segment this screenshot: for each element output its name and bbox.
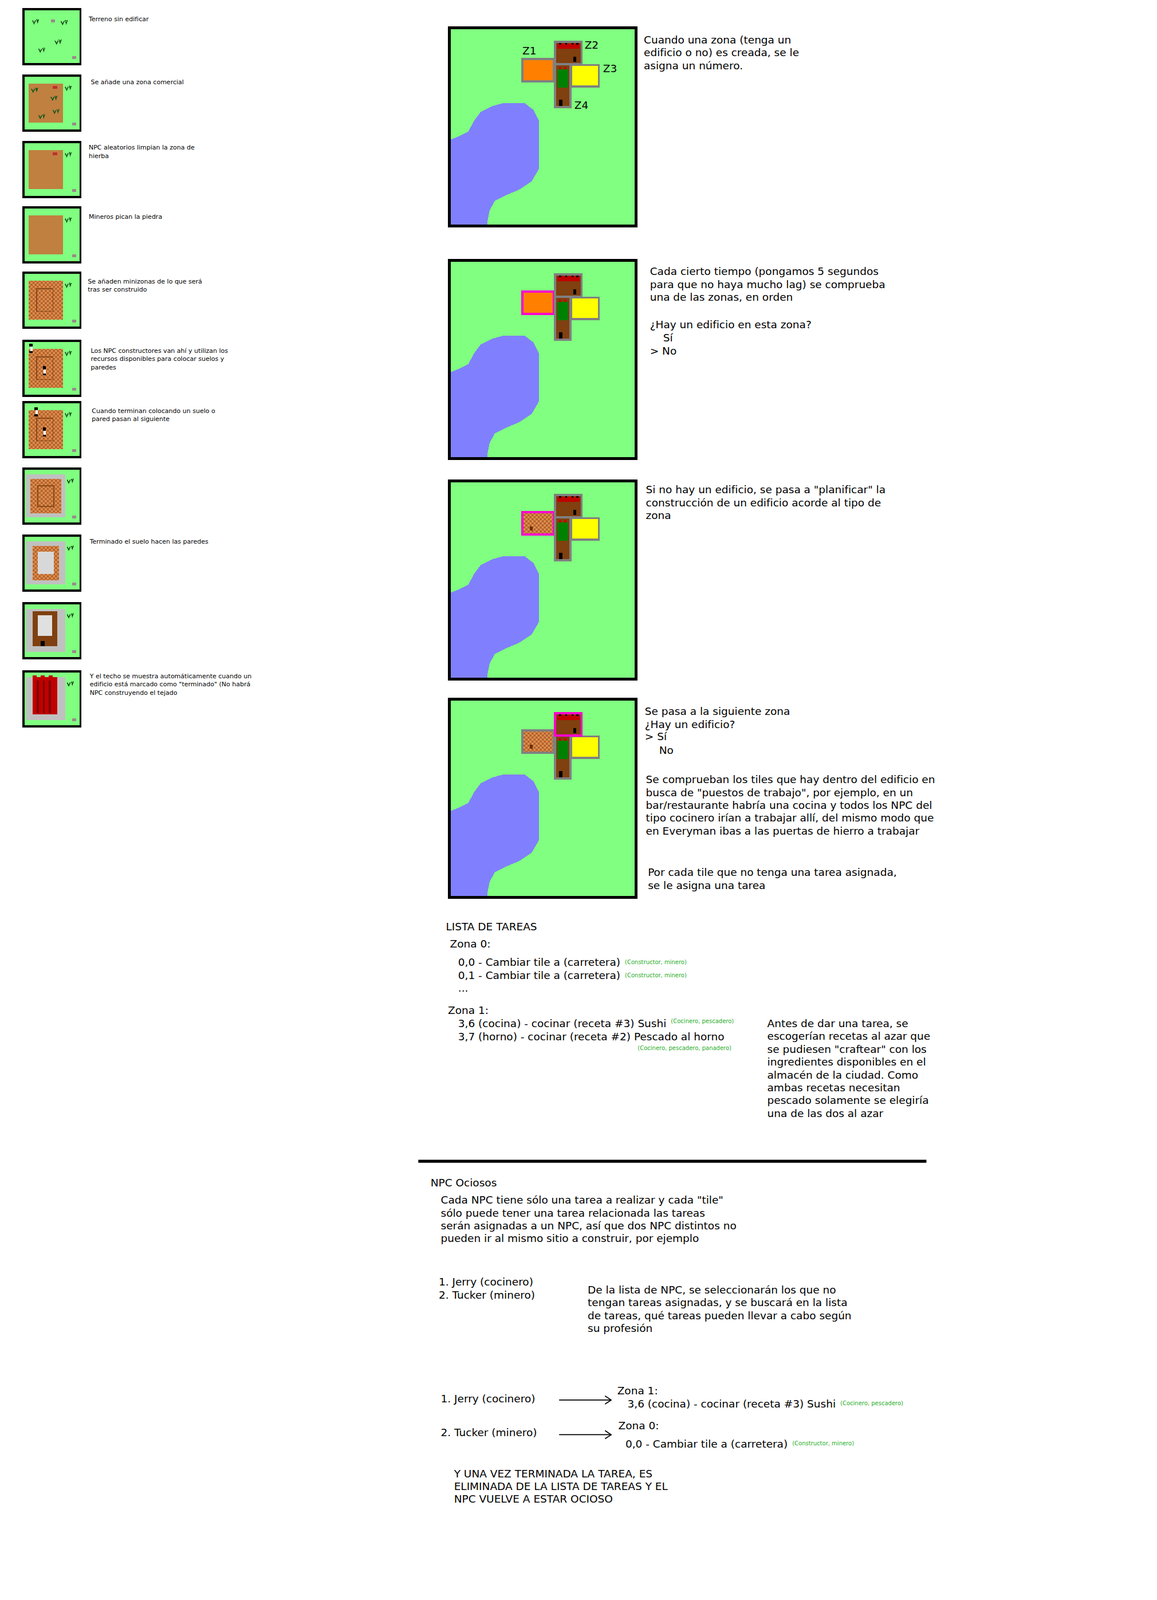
side-note: Antes de dar una tarea, se escogerían re… (767, 1017, 938, 1120)
decision-option: > No (650, 344, 678, 358)
decision-option: Sí (663, 331, 674, 345)
step-note: Se pasa a la siguiente zona (644, 705, 791, 718)
tile-caption: Terminado el suelo hacen las paredes (89, 537, 209, 547)
task-item: 0,0 - Cambiar tile a (carretera) (458, 955, 621, 969)
city-map (447, 258, 638, 460)
task-professions: (Cocinero, pescadero) (670, 1017, 734, 1025)
decision-option: > Sí (644, 730, 667, 743)
build-stage-tile (22, 534, 82, 592)
task-item: 3,6 (cocina) - cocinar (receta #3) Sushi (627, 1397, 837, 1411)
zone-number: Z1 (522, 44, 537, 58)
npc-item: 2. Tucker (minero) (441, 1426, 538, 1439)
build-stage-tile (22, 601, 82, 660)
zone-heading: Zona 1: (447, 1004, 489, 1017)
step-note: Cuando una zona (tenga un edificio o no)… (643, 33, 818, 73)
paragraph: Cada NPC tiene sólo una tarea a realizar… (441, 1193, 738, 1246)
task-professions: (Constructor, minero) (792, 1439, 855, 1447)
tile-caption: Terreno sin edificar (88, 15, 149, 25)
task-item: 3,6 (cocina) - cocinar (receta #3) Sushi (458, 1017, 667, 1030)
build-stage-tile (22, 670, 82, 728)
build-stage-tile (22, 206, 82, 264)
build-stage-tile (22, 400, 82, 459)
side-note: De la lista de NPC, se seleccionarán los… (587, 1283, 853, 1336)
npc-item: 1. Jerry (cocinero) (441, 1392, 536, 1406)
build-stage-tile (22, 74, 82, 132)
tile-caption: Se añaden minizonas de lo que será tras … (87, 277, 216, 295)
task-professions: (Constructor, minero) (624, 971, 687, 979)
zone-heading: Zona 1: (617, 1384, 659, 1397)
assign-arrow (559, 1395, 612, 1404)
step-note: Se comprueban los tiles que hay dentro d… (646, 773, 947, 838)
task-professions: (Cocinero, pescadero, panadero) (637, 1044, 732, 1052)
tile-caption: NPC aleatorios limpian la zona de hierba (88, 143, 216, 161)
zone-heading: Zona 0: (450, 937, 491, 951)
tile-caption: Cuando terminan colocando un suelo o par… (91, 407, 223, 424)
npc-item: 1. Jerry (cocinero) (438, 1275, 534, 1289)
task-item: 0,0 - Cambiar tile a (carretera) (625, 1437, 788, 1451)
build-stage-tile (22, 140, 82, 199)
decision-question: ¿Hay un edificio en esta zona? (650, 318, 812, 332)
assign-arrow (559, 1430, 612, 1439)
city-map (447, 479, 638, 681)
npc-item: 2. Tucker (minero) (438, 1288, 535, 1302)
tile-caption: Y el techo se muestra automáticamente cu… (89, 672, 258, 698)
tile-caption: Mineros pican la piedra (88, 213, 163, 222)
tile-caption: Se añade una zona comercial (91, 78, 184, 88)
step-note: Por cada tile que no tenga una tarea asi… (647, 866, 912, 892)
city-map (447, 697, 638, 899)
zone-number: Z2 (584, 38, 599, 52)
tile-caption: Los NPC constructores van ahí y utilizan… (91, 347, 230, 373)
build-stage-tile (22, 271, 82, 329)
task-item: 3,7 (horno) - cocinar (receta #2) Pescad… (458, 1030, 725, 1044)
task-professions: (Cocinero, pescadero) (840, 1399, 904, 1407)
step-note: Cada cierto tiempo (pongamos 5 segundos … (650, 265, 897, 304)
section-heading: NPC Ociosos (430, 1176, 498, 1190)
closing-note: Y UNA VEZ TERMINADA LA TAREA, ES ELIMINA… (454, 1467, 679, 1506)
city-map (447, 26, 638, 228)
section-divider (418, 1159, 927, 1163)
task-item: 0,1 - Cambiar tile a (carretera) (458, 969, 621, 982)
step-note: Si no hay un edificio, se pasa a "planif… (646, 483, 893, 522)
decision-option: No (659, 744, 674, 757)
build-stage-tile (22, 8, 82, 66)
zone-heading: Zona 0: (618, 1419, 659, 1432)
build-stage-tile (22, 467, 82, 525)
zone-number: Z3 (603, 62, 617, 76)
build-stage-tile (22, 339, 82, 397)
decision-question: ¿Hay un edificio? (644, 718, 736, 731)
task-professions: (Constructor, minero) (624, 958, 687, 966)
task-item: ... (458, 981, 469, 995)
zone-number: Z4 (574, 99, 589, 112)
section-heading: LISTA DE TAREAS (445, 920, 537, 934)
